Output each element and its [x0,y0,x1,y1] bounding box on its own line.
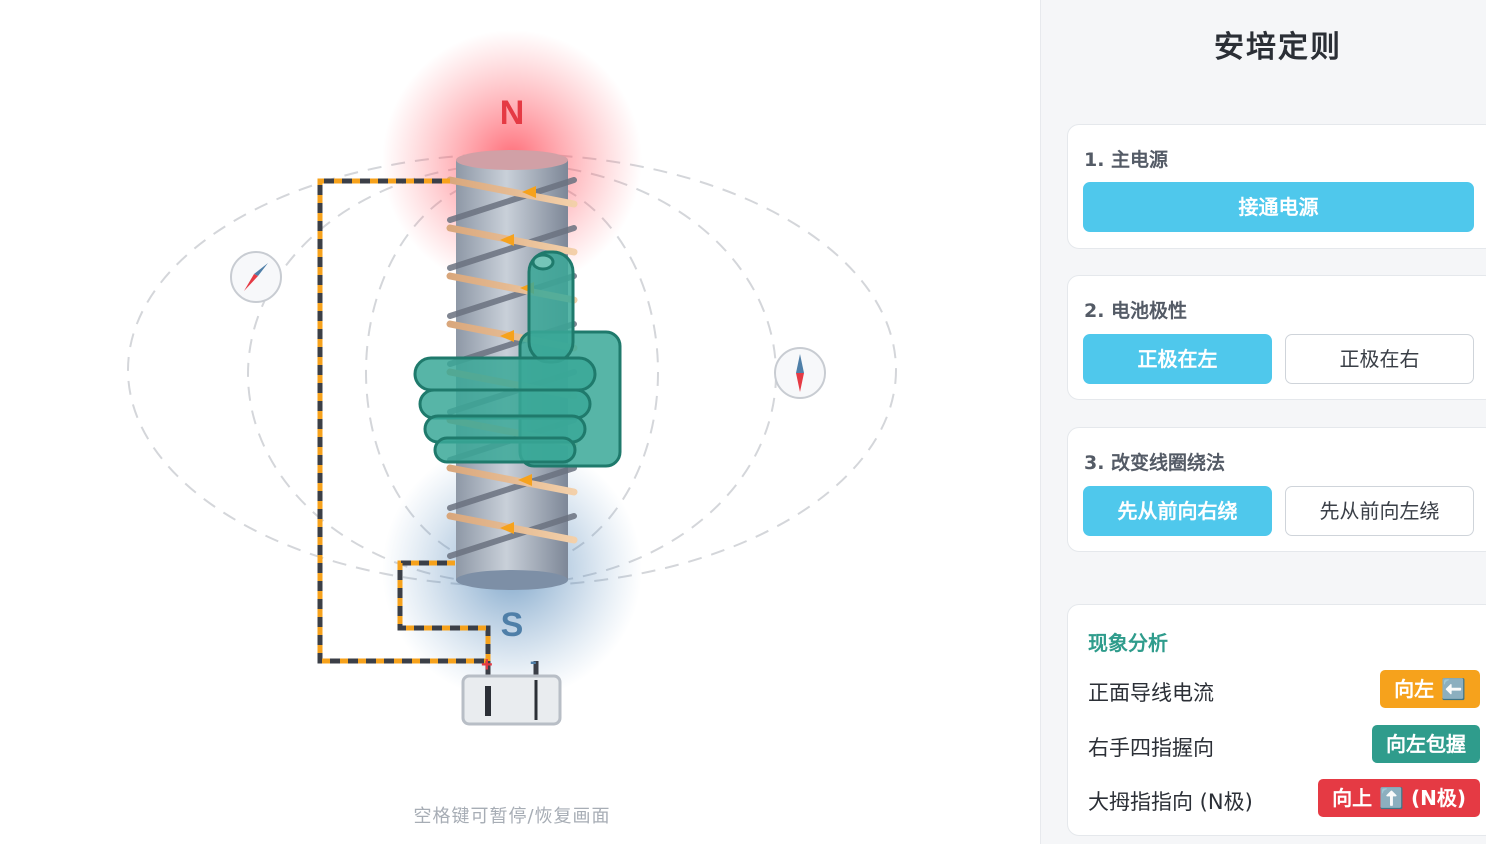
north-pole-label: N [500,94,525,132]
positive-left-button[interactable]: 正极在左 [1083,334,1272,384]
battery-minus-label: - [530,651,537,673]
control-panel: 安培定则 1. 主电源 接通电源 2. 电池极性 正极在左 正极在右 3. 改变… [1040,0,1486,844]
pause-hint: 空格键可暂停/恢复画面 [413,806,611,827]
winding-label: 3. 改变线圈绕法 [1084,452,1226,474]
simulation-canvas[interactable]: + - N S 空格键可暂停/恢复画面 [0,0,1040,844]
solenoid-diagram: + - N S [127,30,897,726]
analysis-card: 现象分析 正面导线电流 向左 ⬅️ 右手四指握向 向左包握 大拇指指向 (N极)… [1067,604,1486,836]
polarity-label: 2. 电池极性 [1084,300,1188,322]
compass-left-icon [230,251,282,303]
south-pole-label: S [501,606,524,644]
power-label: 1. 主电源 [1084,149,1169,171]
current-arrows [500,186,536,534]
circuit-wire [317,178,539,676]
power-card: 1. 主电源 接通电源 [1067,124,1486,249]
battery-plus-label: + [481,654,493,676]
thumb-direction-label: 大拇指指向 (N极) [1088,790,1253,814]
current-direction-label: 正面导线电流 [1088,681,1214,705]
power-on-button[interactable]: 接通电源 [1083,182,1474,232]
winding-card: 3. 改变线圈绕法 先从前向右绕 先从前向左绕 [1067,427,1486,552]
finger-direction-label: 右手四指握向 [1088,736,1214,760]
analysis-title: 现象分析 [1088,631,1168,655]
polarity-card: 2. 电池极性 正极在左 正极在右 [1067,275,1486,400]
right-hand-icon [413,250,622,468]
finger-direction-badge: 向左包握 [1372,725,1480,763]
compass-right-icon [774,347,826,399]
current-direction-badge: 向左 ⬅️ [1380,670,1480,708]
wind-right-button[interactable]: 先从前向右绕 [1083,486,1272,536]
battery [461,674,562,726]
thumb-direction-badge: 向上 ⬆️ (N极) [1318,779,1480,817]
positive-right-button[interactable]: 正极在右 [1285,334,1474,384]
panel-title: 安培定则 [1214,30,1342,65]
wind-left-button[interactable]: 先从前向左绕 [1285,486,1474,536]
